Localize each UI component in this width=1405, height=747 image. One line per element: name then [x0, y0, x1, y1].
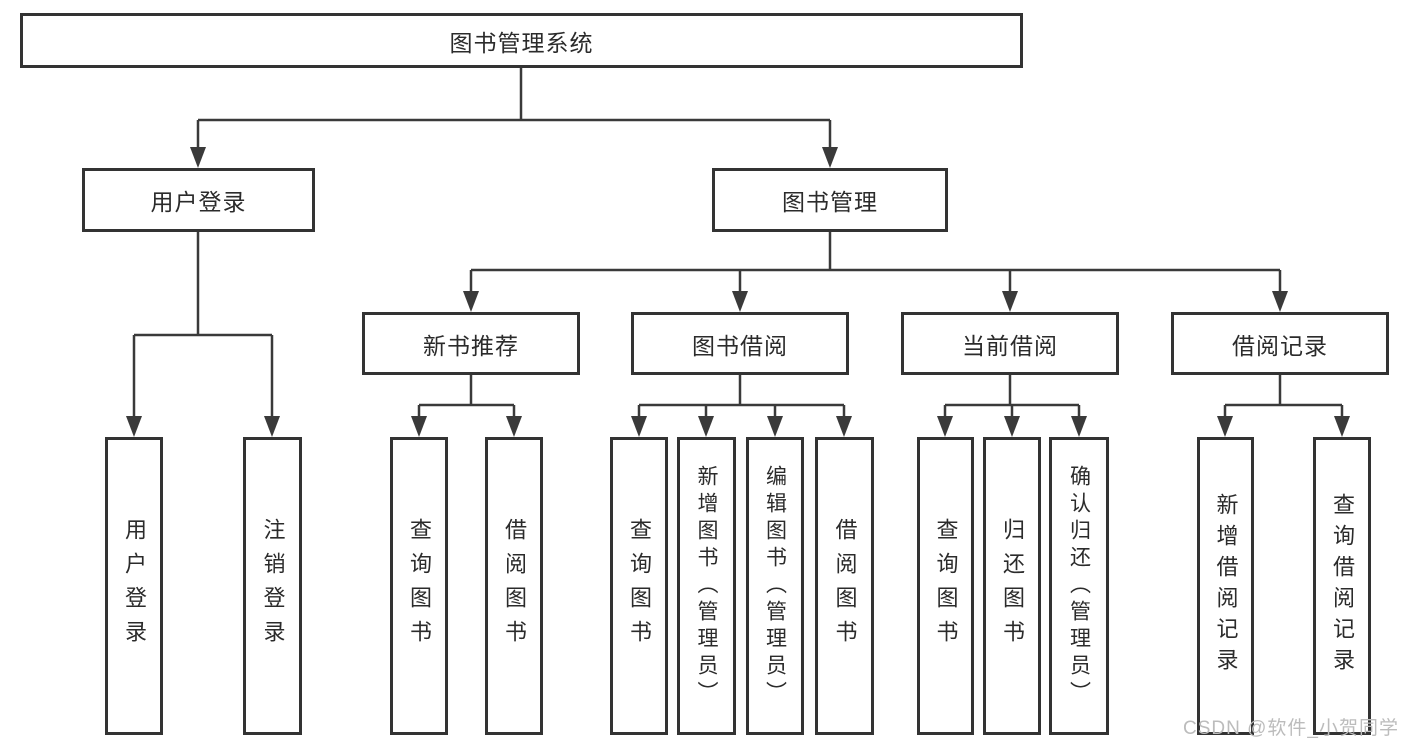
node-current-borrow-label: 当前借阅: [962, 332, 1058, 359]
leaf-return-books: 归还图书: [983, 437, 1041, 735]
leaf-add-borrow-record-label: 新增借阅记录: [1213, 493, 1239, 679]
leaf-user-login-label: 用户登录: [122, 518, 147, 654]
leaf-edit-books-admin: 编辑图书（管理员）: [746, 437, 804, 735]
node-current-borrow: 当前借阅: [901, 312, 1119, 375]
node-book-management: 图书管理: [712, 168, 948, 232]
leaf-borrow-books-label: 借阅图书: [832, 518, 858, 654]
csdn-watermark: CSDN @软件_小贺同学: [1183, 718, 1399, 739]
node-library-system: 图书管理系统: [20, 13, 1023, 68]
node-library-system-label: 图书管理系统: [449, 29, 594, 56]
leaf-add-books-admin-label: 新增图书（管理员）: [695, 464, 718, 708]
leaf-recommend-borrow-books-label: 借阅图书: [502, 518, 527, 654]
node-new-book-recommend: 新书推荐: [362, 312, 580, 375]
leaf-recommend-borrow-books: 借阅图书: [485, 437, 543, 735]
node-borrow-record-label: 借阅记录: [1232, 332, 1328, 359]
leaf-current-query-books: 查询图书: [917, 437, 974, 735]
leaf-borrow-query-books-label: 查询图书: [627, 518, 652, 654]
leaf-add-borrow-record: 新增借阅记录: [1197, 437, 1254, 735]
leaf-borrow-query-books: 查询图书: [610, 437, 668, 735]
node-book-borrow: 图书借阅: [631, 312, 849, 375]
leaf-current-query-books-label: 查询图书: [933, 518, 959, 654]
node-user-login-label: 用户登录: [150, 189, 247, 215]
leaf-logout-label: 注销登录: [260, 518, 286, 654]
leaf-logout: 注销登录: [243, 437, 302, 735]
node-borrow-record: 借阅记录: [1171, 312, 1389, 375]
node-user-login: 用户登录: [82, 168, 315, 232]
leaf-query-borrow-record: 查询借阅记录: [1313, 437, 1371, 735]
leaf-borrow-books: 借阅图书: [815, 437, 874, 735]
leaf-return-books-label: 归还图书: [1000, 518, 1025, 654]
leaf-recommend-query-books-label: 查询图书: [407, 518, 432, 654]
leaf-user-login: 用户登录: [105, 437, 163, 735]
leaf-query-borrow-record-label: 查询借阅记录: [1330, 493, 1355, 679]
leaf-add-books-admin: 新增图书（管理员）: [677, 437, 736, 735]
leaf-recommend-query-books: 查询图书: [390, 437, 448, 735]
leaf-confirm-return-admin-label: 确认归还（管理员）: [1067, 464, 1091, 708]
leaf-edit-books-admin-label: 编辑图书（管理员）: [763, 464, 787, 708]
node-new-book-recommend-label: 新书推荐: [423, 332, 519, 359]
node-book-borrow-label: 图书借阅: [692, 332, 788, 359]
node-book-management-label: 图书管理: [782, 189, 878, 215]
leaf-confirm-return-admin: 确认归还（管理员）: [1049, 437, 1109, 735]
